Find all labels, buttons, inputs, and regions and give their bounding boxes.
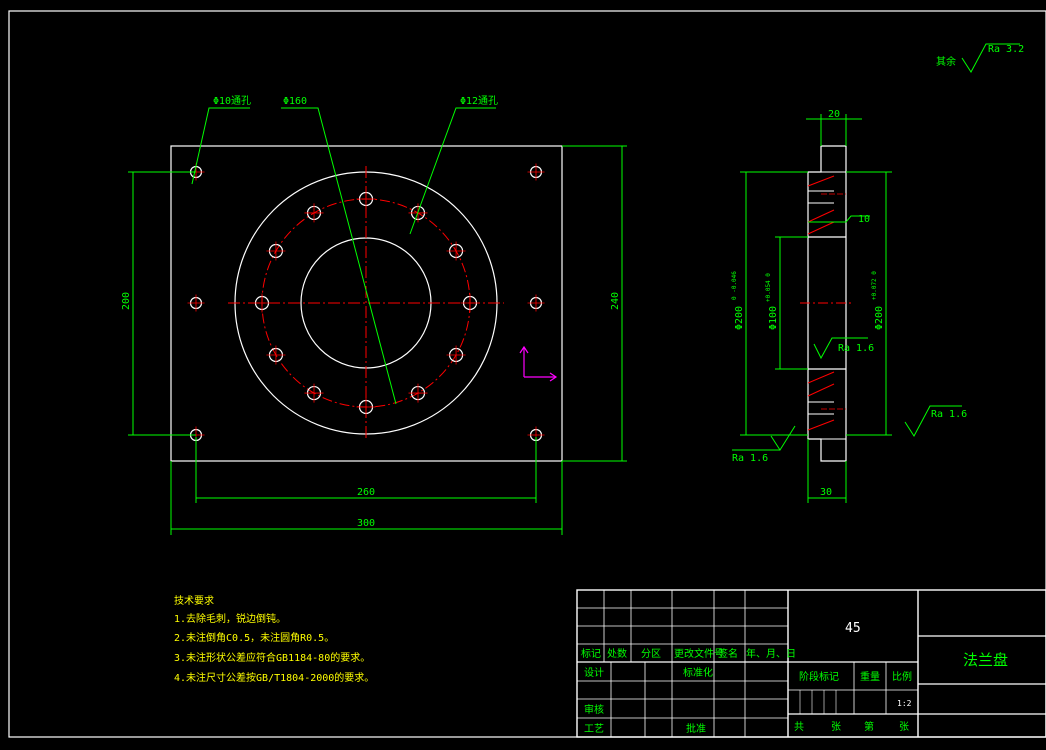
dim-side-dia-inner: Φ100: [768, 306, 779, 330]
dim-side-bottom: 30: [820, 487, 832, 498]
roughness-symbol: [732, 43, 1020, 451]
callout-bolt-circle: Φ160: [283, 96, 307, 107]
tb-approve: 批准: [686, 722, 706, 735]
ra-rest-value: Ra 3.2: [988, 44, 1024, 55]
dim-side-dia-right-tol: +0.072 0: [871, 271, 878, 300]
dim-side-top: 20: [828, 109, 840, 120]
dim-side-depth: 10: [858, 214, 870, 225]
leader-depth: [808, 215, 870, 223]
ra-right: Ra 1.6: [931, 409, 967, 420]
flange-hole: [446, 241, 466, 261]
flange-hole: [266, 241, 286, 261]
plate-hole: [187, 294, 205, 312]
flange-hole: [252, 293, 272, 313]
tb-col-zone: 分区: [641, 648, 661, 660]
tb-col-sign: 签名: [718, 647, 738, 660]
dim-outer-height: 240: [610, 292, 621, 310]
title-block-text: 标记 处数 分区 更改文件号 签名 年、月、日 设计 标准化 审核 工艺 批准 …: [581, 621, 1008, 735]
tb-col-date: 年、月、日: [746, 647, 796, 660]
tb-total: 共: [794, 721, 804, 733]
tb-review: 审核: [584, 703, 604, 716]
flange-hole: [304, 203, 324, 223]
section-hatching: [807, 175, 835, 431]
dim-plate-height: 200: [121, 292, 132, 310]
tb-sheets: 张: [831, 721, 841, 733]
tb-drawing-title: 法兰盘: [963, 651, 1008, 669]
tb-standard: 标准化: [683, 666, 713, 679]
dim-side-dia-inner-tol: +0.054 0: [765, 273, 772, 302]
front-view: Φ10通孔 Φ160 Φ12通孔 200 240 260 300: [121, 95, 627, 535]
note-3: 3.未注形状公差应符合GB1184-80的要求。: [174, 651, 370, 664]
ra-inner: Ra 1.6: [838, 343, 874, 354]
title-block-border: [576, 589, 1046, 738]
tb-col-count: 处数: [607, 647, 627, 660]
tb-sheets-2: 张: [899, 721, 909, 733]
flange-hole: [460, 293, 480, 313]
note-4: 4.未注尺寸公差按GB/T1804-2000的要求。: [174, 671, 374, 684]
tb-stage-mark: 阶段标记: [799, 670, 839, 683]
leader-plate-hole: [191, 107, 250, 185]
callout-plate-hole: Φ10通孔: [213, 95, 251, 107]
dim-side-dia-outer-tol: 0 -0.046: [731, 271, 738, 300]
flange-hole: [356, 397, 376, 417]
ra-left: Ra 1.6: [732, 453, 768, 464]
dim-side-dia-right: Φ200: [874, 306, 885, 330]
flange-hole: [408, 383, 428, 403]
tb-design: 设计: [584, 666, 604, 679]
leader-bolt-circle: [281, 107, 397, 405]
dim-plate-width: 300: [357, 518, 375, 529]
dim-hole-spacing: 260: [357, 487, 375, 498]
flange-hole: [266, 345, 286, 365]
note-2: 2.未注倒角C0.5，未注圆角R0.5。: [174, 631, 334, 644]
tb-col-change: 更改文件号: [674, 647, 724, 660]
leader-flange-hole: [409, 107, 496, 235]
plate-hole: [527, 294, 545, 312]
callout-flange-hole: Φ12通孔: [460, 95, 498, 107]
side-view: 20 30 10 Φ200 0 -0.046 Φ100 +0.054 0 Φ20…: [731, 43, 1024, 503]
plate-hole: [527, 163, 545, 181]
tb-col-mark: 标记: [581, 648, 601, 660]
dim-side-dia-outer: Φ200: [734, 306, 745, 330]
notes-title: 技术要求: [174, 594, 214, 607]
flange-hole: [446, 345, 466, 365]
tb-material: 45: [845, 621, 861, 636]
ucs-icon: [519, 345, 558, 382]
tb-scale-label: 比例: [892, 670, 912, 683]
tb-process: 工艺: [584, 723, 604, 735]
flange-holes: [252, 189, 480, 417]
tb-weight: 重量: [860, 670, 880, 683]
tb-scale-value: 1:2: [897, 699, 912, 708]
note-1: 1.去除毛刺，锐边倒钝。: [174, 612, 286, 625]
flange-hole: [356, 189, 376, 209]
base-plate-outline: [170, 145, 563, 462]
ra-rest-label: 其余: [936, 55, 956, 68]
drawing-frame: [8, 10, 1046, 738]
title-block: [576, 589, 1046, 738]
technical-notes: 技术要求 1.去除毛刺，锐边倒钝。 2.未注倒角C0.5，未注圆角R0.5。 3…: [174, 594, 374, 684]
flange-hole: [304, 383, 324, 403]
tb-sheet-no: 第: [864, 720, 874, 733]
